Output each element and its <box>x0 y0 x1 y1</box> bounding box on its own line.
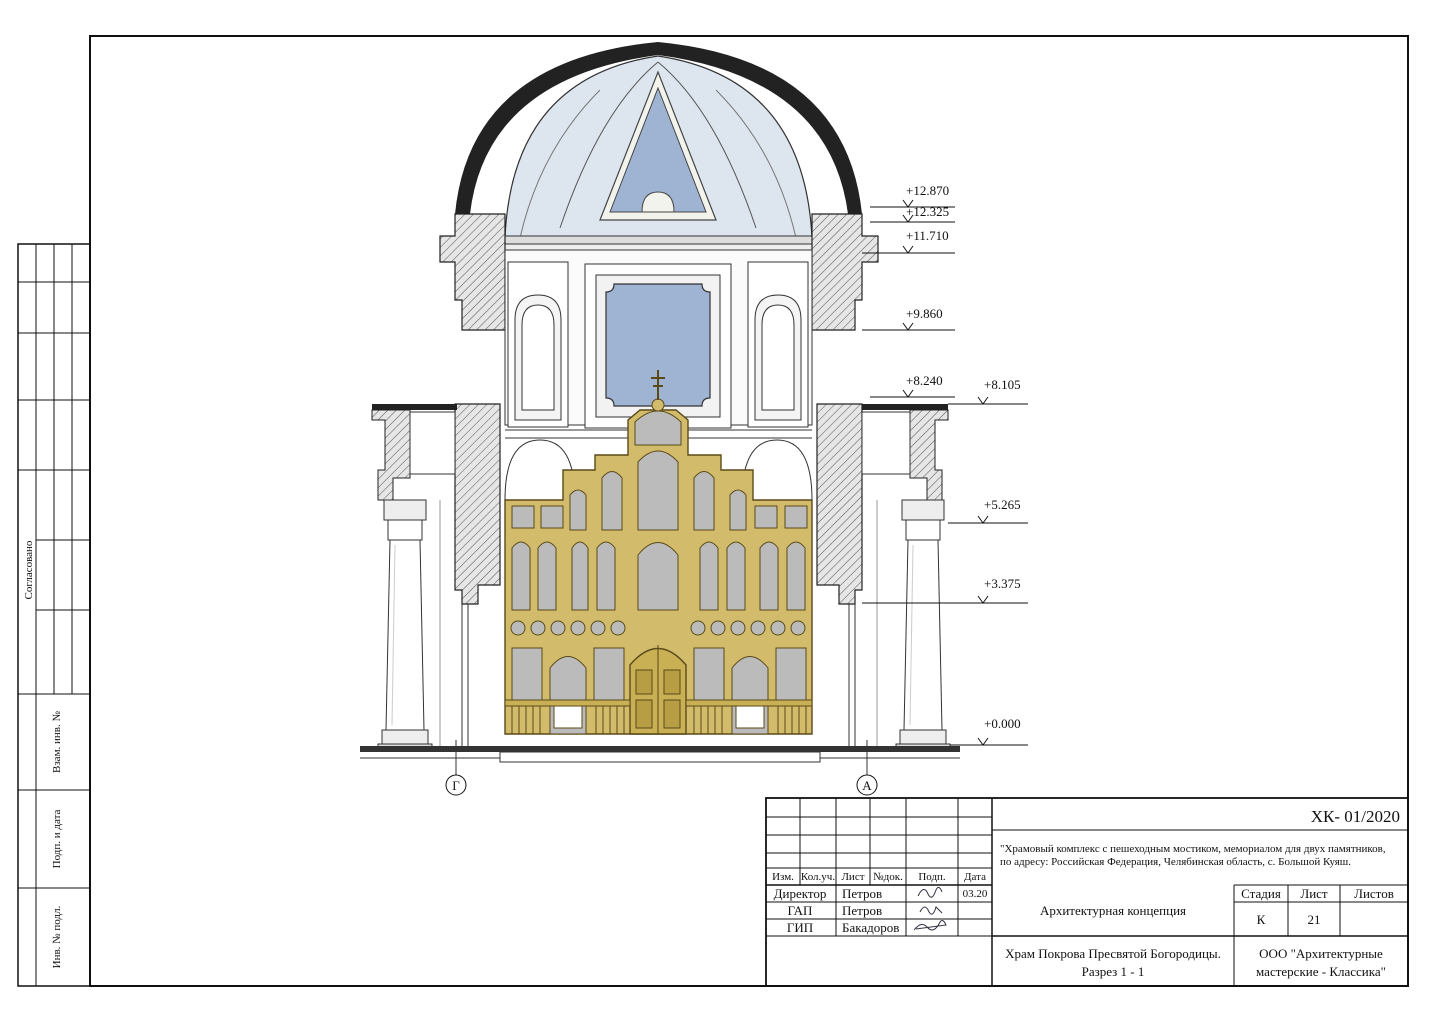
header-list: Лист <box>841 871 864 883</box>
row-role-director: Директор <box>774 886 827 901</box>
sheet-value: 21 <box>1308 912 1321 927</box>
header-date: Дата <box>964 871 986 883</box>
drum-wall-right <box>811 213 879 331</box>
header-kol: Кол.уч. <box>801 871 835 883</box>
side-stamp-sign-date: Подп. и дата <box>51 810 63 869</box>
row-role-gap: ГАП <box>788 903 813 918</box>
level-12870: +12.870 <box>906 183 949 198</box>
level-0000: +0.000 <box>984 716 1021 731</box>
axis-label-g: Г <box>452 778 460 793</box>
project-line-1: "Храмовый комплекс с пешеходным мостиком… <box>1000 843 1386 855</box>
drum-wall-left <box>439 213 506 331</box>
drum-window-right <box>747 261 809 428</box>
column-right <box>895 499 951 751</box>
axis-marker-g: Г <box>445 774 467 796</box>
iconostasis <box>504 370 813 735</box>
floor <box>360 746 960 752</box>
sheet-header: Лист <box>1300 886 1328 901</box>
row-name-director: Петров <box>842 886 882 901</box>
drawing-code: ХК- 01/2020 <box>1311 807 1400 826</box>
axis-label-a: А <box>862 778 872 793</box>
drum-window-left <box>507 261 569 428</box>
column-left <box>377 499 433 751</box>
row-name-gap: Петров <box>842 903 882 918</box>
title-block <box>765 797 1409 987</box>
church-section <box>360 42 960 775</box>
level-markers <box>862 199 1028 746</box>
header-sign: Подп. <box>918 871 946 883</box>
level-12325: +12.325 <box>906 204 949 219</box>
project-line-2: по адресу: Российская Федерация, Челябин… <box>1000 856 1351 868</box>
drawing-title-line-2: Разрез 1 - 1 <box>1082 964 1145 979</box>
row-date-director: 03.20 <box>963 888 988 900</box>
signatures <box>913 886 947 931</box>
level-9860: +9.860 <box>906 306 943 321</box>
side-stamp-swap-inv: Взам. инв. № <box>51 711 63 773</box>
side-stamp <box>17 243 91 987</box>
level-5265: +5.265 <box>984 497 1021 512</box>
side-stamp-orig-inv: Инв. № подл. <box>51 905 63 968</box>
level-8105: +8.105 <box>984 377 1021 392</box>
row-name-gip: Бакадоров <box>842 920 899 935</box>
side-stamp-agreed: Согласовано <box>23 540 35 599</box>
header-doc: №док. <box>873 871 903 883</box>
stage-value: К <box>1257 912 1266 927</box>
level-3375: +3.375 <box>984 576 1021 591</box>
header-izm: Изм. <box>772 871 794 883</box>
stage-name: Архитектурная концепция <box>1040 903 1186 918</box>
axis-marker-a: А <box>856 774 878 796</box>
drawing-title-line-1: Храм Покрова Пресвятой Богородицы. <box>1005 946 1221 961</box>
pier-right <box>816 403 863 605</box>
stage-header: Стадия <box>1241 886 1281 901</box>
pier-left <box>454 403 501 605</box>
level-11710: +11.710 <box>906 228 949 243</box>
level-8240: +8.240 <box>906 373 943 388</box>
org-line-1: ООО "Архитектурные <box>1259 946 1383 961</box>
row-role-gip: ГИП <box>787 920 813 935</box>
sheets-header: Листов <box>1354 886 1394 901</box>
dome-shell <box>455 42 862 214</box>
org-line-2: мастерские - Классика" <box>1256 964 1386 979</box>
